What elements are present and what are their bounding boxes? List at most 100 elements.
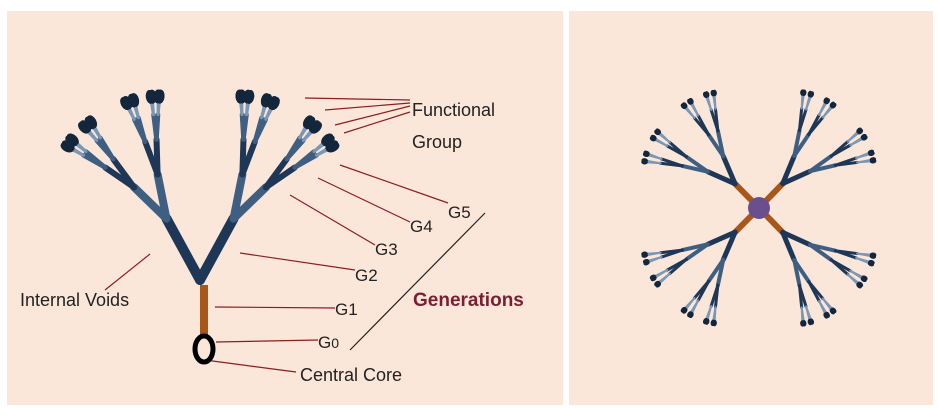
branch-segment [659,157,684,168]
branch-g2 [161,213,205,285]
branch-segment [808,163,838,174]
g0-label: G0 [318,333,339,352]
branch-g3 [229,183,270,223]
branch-g4 [262,164,298,191]
g4-label: G4 [410,217,433,236]
branch-segment [658,248,684,255]
functional-group-terminal [641,158,648,163]
branch-segment [696,113,711,137]
branch-segment [808,242,834,262]
functional-group-terminal [856,282,862,289]
branch-segment [792,132,811,158]
g3-label: G3 [375,240,398,259]
functional-group-terminal [830,102,837,109]
branch-segment [829,258,850,276]
branch-segment [720,153,738,187]
dendrimer-structure [641,89,877,327]
functional-group-terminal [867,261,875,267]
branch-segment [833,249,858,260]
branch-segment [792,258,802,288]
functional-group-terminal [682,102,688,109]
functional-group-terminal [807,318,813,326]
branch-segment [797,107,808,132]
functional-group-terminal [654,280,661,287]
branch-segment [692,279,711,300]
functional-group-terminal [86,115,97,129]
branch-segment [705,169,738,187]
functional-label: Functional [412,100,495,120]
generations-label: Generations [413,290,524,311]
functional-group-terminal [823,312,829,319]
functional-group-terminal [857,129,864,135]
branch-g5 [292,153,319,170]
branch-segment [680,242,710,253]
internal-voids-label: Internal Voids [20,290,129,310]
g2-label: G2 [355,266,378,285]
branch-segment [668,140,688,159]
functional-group-terminal [710,319,716,327]
branch-segment [780,229,797,263]
branch-g4 [239,138,258,178]
functional-group-terminal [869,254,877,259]
branch-segment [780,153,797,187]
branch-g3 [229,170,247,223]
functional-group-terminal [66,133,79,146]
functional-group-terminal [155,89,165,104]
functional-group-terminal [801,89,807,96]
functional-group-terminal [687,311,693,318]
central-core-ring [192,333,216,365]
branch-segment [807,280,821,303]
branch-g5 [98,135,116,162]
functional-group-terminal [269,97,280,110]
branch-segment [705,229,738,247]
branch-g5 [136,115,148,144]
leader-lines [104,97,449,373]
g5-label: G5 [448,203,471,222]
functional-group-terminal [649,274,656,280]
functional-group-terminal [824,98,830,105]
dendrimer-core [748,197,770,219]
branch-segment [780,168,813,187]
branch-segment [829,143,852,158]
branch-g3 [153,170,171,223]
branch-segment [720,229,738,263]
branch-segment [833,160,859,167]
functional-group-terminal [868,151,875,156]
branch-segment [709,283,720,308]
functional-group-terminal [703,318,708,325]
functional-group-terminal [860,276,867,283]
branch-g4 [153,136,161,178]
branch-segment [797,284,804,309]
g1-label: G1 [335,300,358,319]
branch-g5 [241,112,249,142]
functional-group-terminal [642,259,650,264]
branch-segment [780,229,813,248]
left-panel-background [7,11,563,405]
branch-g2 [195,213,239,285]
functional-group-terminal [800,320,805,327]
functional-group-terminal [129,93,140,108]
functional-group-terminal [655,128,661,134]
branch-g4 [110,156,138,191]
branch-segment [665,257,688,272]
branch-segment [715,128,726,159]
branch-g5 [154,112,161,142]
functional-group-terminal [310,121,322,134]
branch-segment [713,107,720,133]
branch-g3 [130,183,171,223]
functional-group-terminal [650,134,657,140]
branch-segment [684,154,710,174]
functional-group-terminal [869,158,877,164]
branch-g5 [284,138,306,162]
functional-group-terminal [688,97,694,105]
functional-group-terminal [680,306,687,313]
branch-segment [706,257,726,284]
branch-g5 [252,117,269,144]
branch-g5 [83,149,108,170]
branch-segment [807,115,825,136]
functional-group-terminal [712,89,717,97]
functional-group-terminal [245,89,255,104]
functional-group-terminal [641,251,648,257]
central-core-label: Central Core [300,365,402,385]
